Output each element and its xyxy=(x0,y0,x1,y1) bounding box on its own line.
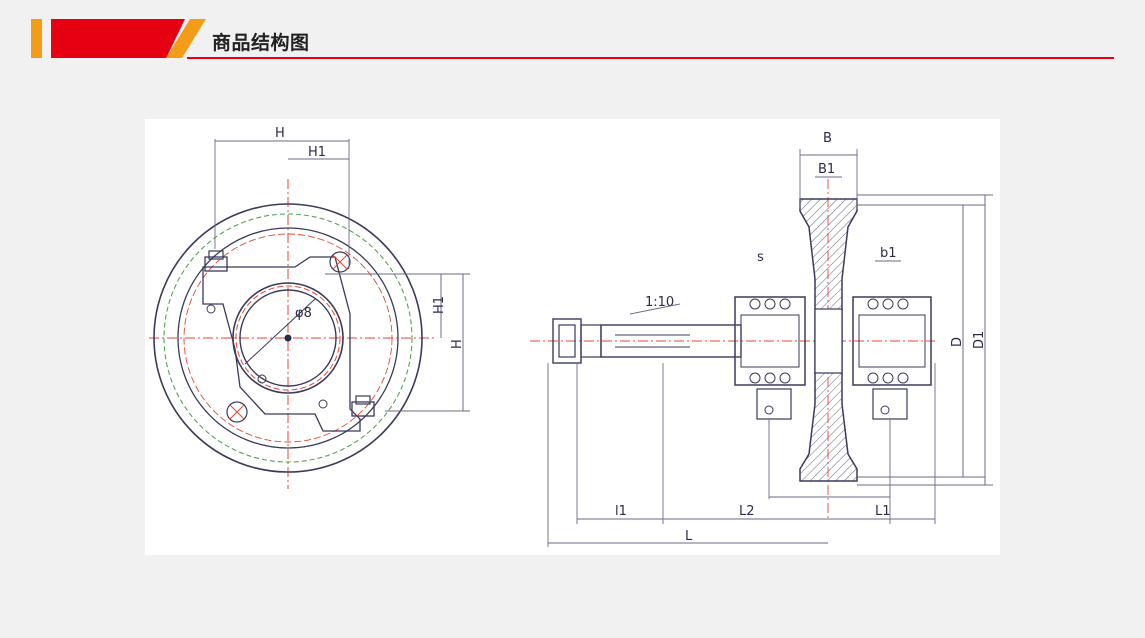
dim-d: D xyxy=(950,337,965,347)
dim-b1-small: b1 xyxy=(880,246,897,261)
dim-l2: L2 xyxy=(739,504,755,519)
slide-header: 商品结构图 xyxy=(0,0,1145,70)
dim-l1-right: L1 xyxy=(875,504,891,519)
front-view: φ8 H H1 H1 xyxy=(149,126,470,489)
phi-label: φ8 xyxy=(295,306,312,321)
dim-h1-side: H1 xyxy=(432,296,447,314)
dim-h-top: H xyxy=(275,126,285,141)
dim-l1-left: l1 xyxy=(615,504,627,519)
dim-h-side: H xyxy=(450,339,465,349)
dim-b: B xyxy=(823,131,832,146)
header-red-block xyxy=(51,19,185,58)
header-underline xyxy=(187,57,1114,59)
dim-h1-top: H1 xyxy=(308,145,326,160)
side-view: 1:10 xyxy=(530,131,993,547)
page-title: 商品结构图 xyxy=(212,32,310,54)
technical-drawing-svg: φ8 H H1 H1 xyxy=(149,126,993,547)
dim-s: s xyxy=(757,250,764,265)
structure-drawing: φ8 H H1 H1 xyxy=(145,119,1000,555)
header-accent-bar xyxy=(31,19,42,58)
dim-d1: D1 xyxy=(972,331,987,349)
dim-l: L xyxy=(685,529,693,544)
dim-b1: B1 xyxy=(818,162,835,177)
